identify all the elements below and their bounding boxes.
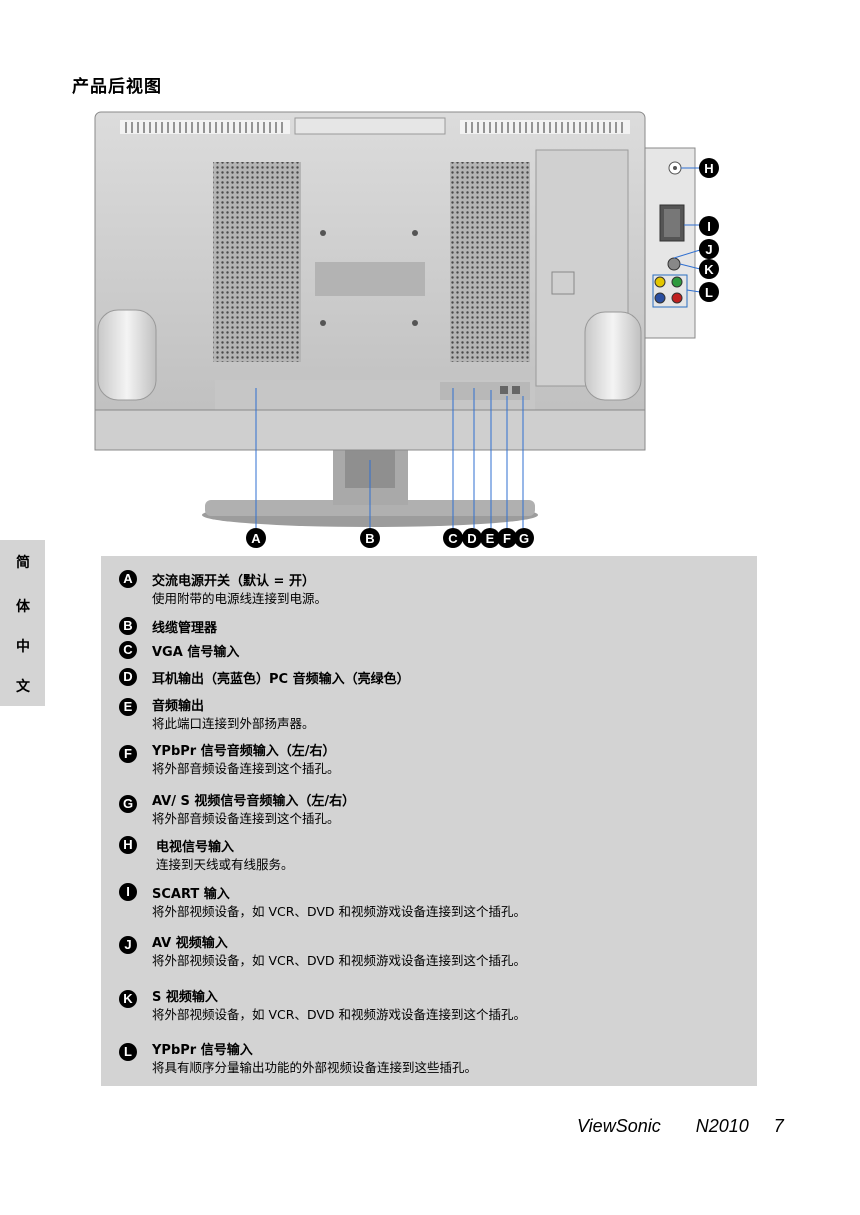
entry-description: 使用附带的电源线连接到电源。 bbox=[152, 591, 328, 606]
tv-rear-diagram: A B C D E F G H I J K L bbox=[94, 111, 719, 548]
svg-text:C: C bbox=[448, 531, 458, 546]
letter-badge: D bbox=[119, 668, 137, 686]
letter-badge: A bbox=[119, 570, 137, 588]
entry-description: 将具有顺序分量输出功能的外部视频设备连接到这些插孔。 bbox=[152, 1060, 478, 1075]
side-panel-inset bbox=[644, 147, 696, 339]
vent-left bbox=[213, 162, 301, 362]
letter-badge: I bbox=[119, 883, 137, 901]
page-title: 产品后视图 bbox=[72, 77, 162, 97]
entry-title: S 视频输入 bbox=[152, 990, 218, 1005]
letter-badge: L bbox=[119, 1043, 137, 1061]
figure-label-k: K bbox=[699, 259, 719, 279]
svg-text:J: J bbox=[705, 242, 712, 257]
figure-label-c: C bbox=[443, 528, 463, 548]
figure-label-d: D bbox=[462, 528, 482, 548]
entry-title: 音频输出 bbox=[152, 699, 205, 714]
letter-badge: G bbox=[119, 795, 137, 813]
svg-text:A: A bbox=[251, 531, 261, 546]
entry-title: AV/ S 视频信号音频输入（左/右） bbox=[152, 794, 356, 809]
svg-text:L: L bbox=[705, 285, 713, 300]
letter-badge: E bbox=[119, 698, 137, 716]
svg-text:E: E bbox=[486, 531, 495, 546]
svg-text:G: G bbox=[519, 531, 529, 546]
language-side-tab: 简 体 中 文 bbox=[0, 540, 45, 706]
svg-text:F: F bbox=[503, 531, 511, 546]
side-tab-char: 体 bbox=[16, 599, 30, 615]
entry-title: AV 视频输入 bbox=[152, 936, 228, 951]
footer-model: N2010 bbox=[695, 1116, 749, 1136]
svg-text:B: B bbox=[365, 531, 374, 546]
entry-description: 将外部音频设备连接到这个插孔。 bbox=[152, 761, 340, 776]
figure-label-i: I bbox=[699, 216, 719, 236]
figure-label-b: B bbox=[360, 528, 380, 548]
entry-title: VGA 信号输入 bbox=[152, 645, 240, 660]
side-tab-char: 简 bbox=[16, 555, 30, 571]
entry-title: 耳机输出（亮蓝色）PC 音频输入（亮绿色） bbox=[152, 672, 410, 687]
letter-badge: H bbox=[119, 836, 137, 854]
entry-title: 线缆管理器 bbox=[152, 621, 218, 636]
footer-brand: ViewSonic bbox=[577, 1116, 661, 1136]
entry-description: 将此端口连接到外部扬声器。 bbox=[152, 716, 315, 731]
letter-badge: J bbox=[119, 936, 137, 954]
entry-description: 将外部音频设备连接到这个插孔。 bbox=[152, 811, 340, 826]
entry-title: 交流电源开关（默认 = 开） bbox=[152, 574, 315, 589]
letter-badge: C bbox=[119, 641, 137, 659]
figure-label-e: E bbox=[480, 528, 500, 548]
figure-label-h: H bbox=[699, 158, 719, 178]
svg-text:I: I bbox=[707, 219, 711, 234]
svg-text:H: H bbox=[704, 161, 713, 176]
figure-label-j: J bbox=[699, 239, 719, 259]
svg-text:D: D bbox=[467, 531, 476, 546]
figure-label-a: A bbox=[246, 528, 266, 548]
figure-label-l: L bbox=[699, 282, 719, 302]
side-tab-char: 中 bbox=[16, 639, 30, 655]
side-tab-char: 文 bbox=[16, 679, 30, 695]
entry-title: SCART 输入 bbox=[152, 887, 230, 902]
speaker-right bbox=[584, 311, 642, 401]
footer-page-number: 7 bbox=[773, 1116, 784, 1136]
svg-text:K: K bbox=[704, 262, 714, 277]
letter-badge: K bbox=[119, 990, 137, 1008]
entry-description: 将外部视频设备，如 VCR、DVD 和视频游戏设备连接到这个插孔。 bbox=[152, 953, 526, 968]
speaker-left bbox=[97, 309, 157, 401]
entry-title: YPbPr 信号音频输入（左/右） bbox=[152, 744, 336, 759]
vent-right bbox=[450, 162, 530, 362]
entry-description: 将外部视频设备，如 VCR、DVD 和视频游戏设备连接到这个插孔。 bbox=[152, 1007, 526, 1022]
letter-badge: F bbox=[119, 745, 137, 763]
figure-label-f: F bbox=[497, 528, 517, 548]
figure-label-g: G bbox=[514, 528, 534, 548]
page-footer: ViewSonic N2010 7 bbox=[577, 1116, 784, 1137]
entry-title: 电视信号输入 bbox=[156, 840, 235, 855]
connector-legend-panel: A 交流电源开关（默认 = 开） 使用附带的电源线连接到电源。 B 线缆管理器 … bbox=[101, 556, 757, 1086]
entry-title: YPbPr 信号输入 bbox=[152, 1043, 253, 1058]
entry-description: 将外部视频设备，如 VCR、DVD 和视频游戏设备连接到这个插孔。 bbox=[152, 904, 526, 919]
letter-badge: B bbox=[119, 617, 137, 635]
entry-description: 连接到天线或有线服务。 bbox=[156, 857, 294, 872]
